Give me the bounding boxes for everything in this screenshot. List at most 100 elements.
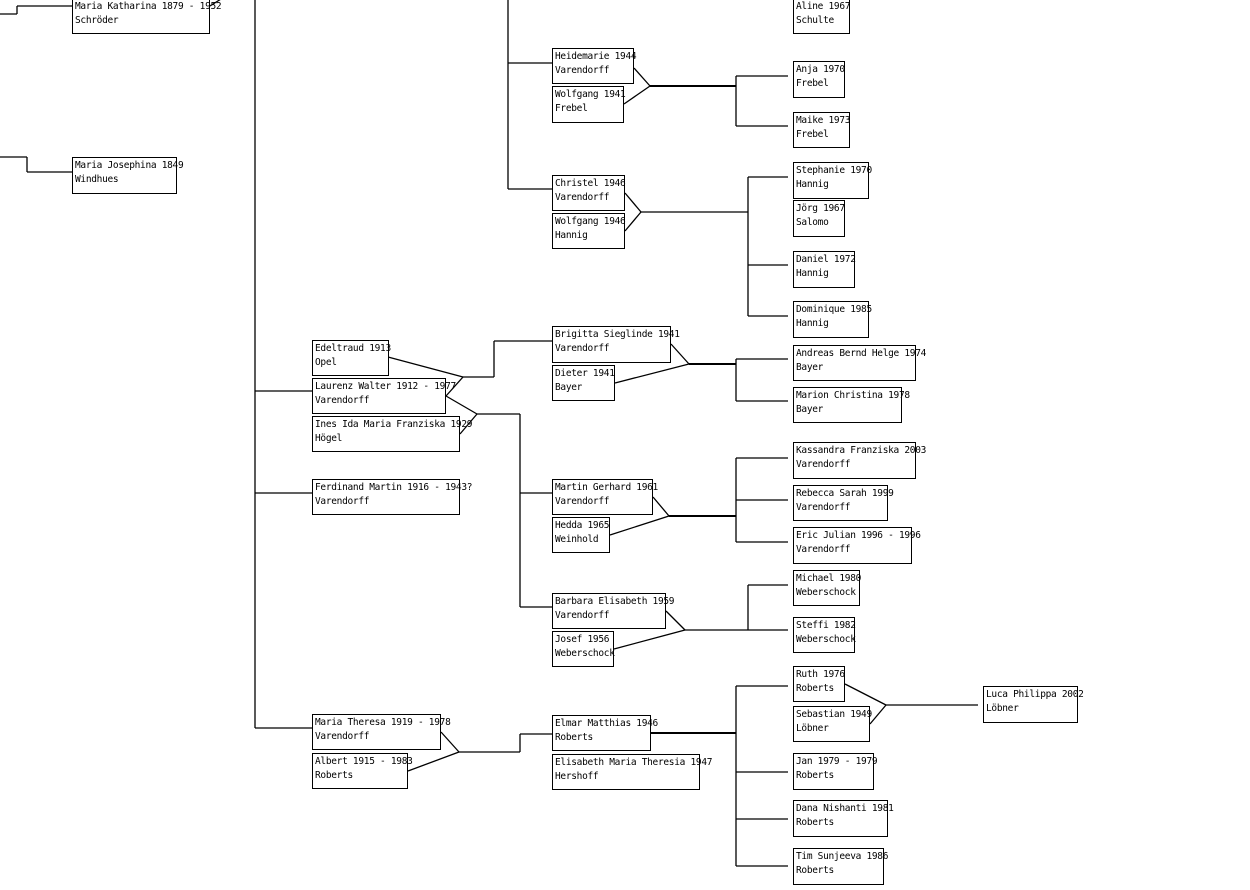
person-name: Marion Christina 1978 <box>796 390 910 401</box>
person-name: Edeltraud 1913 <box>315 343 391 354</box>
connector-line <box>459 413 478 435</box>
connector-line <box>869 704 887 725</box>
person-daniel[interactable]: Daniel 1972 Hannig <box>793 251 856 288</box>
person-rebecca[interactable]: Rebecca Sarah 1999 Varendorff <box>793 485 894 521</box>
person-albert[interactable]: Albert 1915 - 1983 Roberts <box>312 753 413 789</box>
person-ines-ida[interactable]: Ines Ida Maria Franziska 1929 Högel <box>312 416 472 452</box>
person-name: Elmar Matthias 1946 <box>555 718 658 729</box>
person-name: Dominique 1985 <box>796 304 872 315</box>
connector-line <box>624 192 642 213</box>
person-maria-josephina[interactable]: Maria Josephina 1849 Windhues <box>72 157 184 194</box>
person-name: Dana Nishanti 1981 <box>796 803 894 814</box>
person-name: Rebecca Sarah 1999 <box>796 488 894 499</box>
connector-line <box>407 751 460 772</box>
person-elmar[interactable]: Elmar Matthias 1946 Roberts <box>552 715 658 751</box>
person-name: Albert 1915 - 1983 <box>315 756 413 767</box>
person-surname: Salomo <box>796 217 829 228</box>
person-dominique[interactable]: Dominique 1985 Hannig <box>793 301 872 338</box>
person-name: Jörg 1967 <box>796 203 845 214</box>
person-name: Maria Josephina 1849 <box>75 160 184 171</box>
person-surname: Varendorff <box>555 610 610 621</box>
person-wolfgang-hannig[interactable]: Wolfgang 1946 Hannig <box>552 213 626 249</box>
person-surname: Varendorff <box>796 544 851 555</box>
person-surname: Frebel <box>796 129 829 140</box>
person-marion[interactable]: Marion Christina 1978 Bayer <box>793 387 910 423</box>
person-andreas[interactable]: Andreas Bernd Helge 1974 Bayer <box>793 345 927 381</box>
person-name: Michael 1980 <box>796 573 862 584</box>
connector-line <box>844 683 887 706</box>
person-name: Hedda 1965 <box>555 520 610 531</box>
person-surname: Roberts <box>796 865 834 876</box>
person-heidemarie[interactable]: Heidemarie 1944 Varendorff <box>552 48 637 84</box>
person-maria-katharina[interactable]: Maria Katharina 1879 - 1952 Schröder <box>72 0 222 34</box>
connector-line <box>445 395 478 415</box>
person-surname: Högel <box>315 433 343 444</box>
person-maike[interactable]: Maike 1973 Frebel <box>793 112 851 148</box>
person-barbara[interactable]: Barbara Elisabeth 1959 Varendorff <box>552 593 675 629</box>
connector-line <box>652 496 670 517</box>
person-name: Steffi 1982 <box>796 620 856 631</box>
connector-line <box>440 731 460 753</box>
person-edeltraud[interactable]: Edeltraud 1913 Opel <box>312 340 391 376</box>
person-name: Maria Theresa 1919 - 1978 <box>315 717 451 728</box>
person-surname: Roberts <box>555 732 593 743</box>
person-surname: Schröder <box>75 15 119 26</box>
person-michael[interactable]: Michael 1980 Weberschock <box>793 570 862 606</box>
person-name: Sebastian 1949 <box>796 709 872 720</box>
person-sebastian[interactable]: Sebastian 1949 Löbner <box>793 706 872 742</box>
person-anja[interactable]: Anja 1970 Frebel <box>793 61 845 98</box>
person-name: Maria Katharina 1879 - 1952 <box>75 1 222 12</box>
person-eric[interactable]: Eric Julian 1996 - 1996 Varendorff <box>793 527 921 564</box>
person-name: Wolfgang 1941 <box>555 89 626 100</box>
person-name: Luca Philippa 2002 <box>986 689 1084 700</box>
connector-line <box>665 610 686 631</box>
person-kassandra[interactable]: Kassandra Franziska 2003 Varendorff <box>793 442 926 479</box>
person-surname: Weberschock <box>796 587 856 598</box>
person-aline[interactable]: Aline 1967 Schulte <box>793 0 851 34</box>
person-elisabeth-maria[interactable]: Elisabeth Maria Theresia 1947 Hershoff <box>552 754 713 790</box>
person-dana[interactable]: Dana Nishanti 1981 Roberts <box>793 800 894 837</box>
person-surname: Varendorff <box>315 395 370 406</box>
person-josef[interactable]: Josef 1956 Weberschock <box>552 631 615 667</box>
person-surname: Weinhold <box>555 534 599 545</box>
person-martin-gerhard[interactable]: Martin Gerhard 1961 Varendorff <box>552 479 658 515</box>
person-name: Barbara Elisabeth 1959 <box>555 596 675 607</box>
person-name: Daniel 1972 <box>796 254 856 265</box>
connector-line <box>387 356 464 378</box>
person-joerg[interactable]: Jörg 1967 Salomo <box>793 200 845 237</box>
person-hedda[interactable]: Hedda 1965 Weinhold <box>552 517 610 553</box>
person-laurenz-walter[interactable]: Laurenz Walter 1912 - 1977 Varendorff <box>312 378 456 414</box>
person-name: Andreas Bernd Helge 1974 <box>796 348 927 359</box>
person-stephanie[interactable]: Stephanie 1970 Hannig <box>793 162 872 199</box>
person-surname: Varendorff <box>555 496 610 507</box>
person-christel[interactable]: Christel 1946 Varendorff <box>552 175 626 211</box>
person-surname: Varendorff <box>796 459 851 470</box>
person-surname: Windhues <box>75 174 119 185</box>
person-jan[interactable]: Jan 1979 - 1979 Roberts <box>793 753 878 790</box>
person-name: Elisabeth Maria Theresia 1947 <box>555 757 713 768</box>
connector-line <box>670 343 690 365</box>
person-surname: Hannig <box>796 179 829 190</box>
person-surname: Hershoff <box>555 771 599 782</box>
person-surname: Bayer <box>796 362 824 373</box>
person-ruth[interactable]: Ruth 1976 Roberts <box>793 666 845 702</box>
person-name: Aline 1967 <box>796 1 851 12</box>
connector-line <box>445 376 464 397</box>
person-dieter[interactable]: Dieter 1941 Bayer <box>552 365 615 401</box>
person-maria-theresa[interactable]: Maria Theresa 1919 - 1978 Varendorff <box>312 714 451 750</box>
person-brigitta[interactable]: Brigitta Sieglinde 1941 Varendorff <box>552 326 680 363</box>
person-wolfgang-frebel[interactable]: Wolfgang 1941 Frebel <box>552 86 626 123</box>
person-surname: Hannig <box>796 318 829 329</box>
person-ferdinand-martin[interactable]: Ferdinand Martin 1916 - 1943? Varendorff <box>312 479 473 515</box>
person-surname: Hannig <box>555 230 588 241</box>
person-luca[interactable]: Luca Philippa 2002 Löbner <box>983 686 1084 723</box>
connector-line <box>633 67 651 87</box>
person-name: Martin Gerhard 1961 <box>555 482 658 493</box>
person-steffi[interactable]: Steffi 1982 Weberschock <box>793 617 856 653</box>
person-tim[interactable]: Tim Sunjeeva 1986 Roberts <box>793 848 888 885</box>
person-name: Ferdinand Martin 1916 - 1943? <box>315 482 473 493</box>
person-name: Jan 1979 - 1979 <box>796 756 878 767</box>
person-surname: Löbner <box>796 723 829 734</box>
person-name: Stephanie 1970 <box>796 165 872 176</box>
